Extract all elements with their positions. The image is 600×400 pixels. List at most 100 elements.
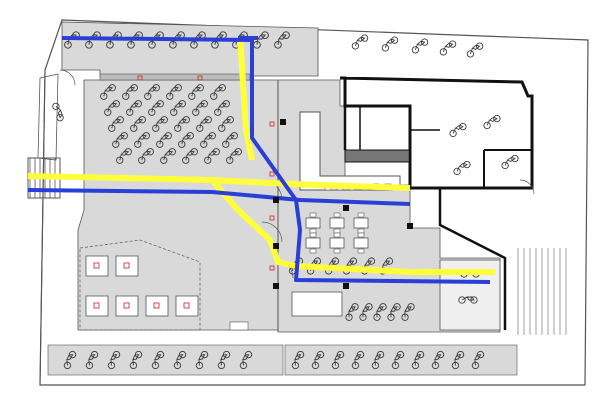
bicycle-icon bbox=[196, 116, 212, 132]
bike-frame bbox=[141, 150, 152, 161]
bicycle-icon bbox=[129, 350, 143, 370]
door-icon bbox=[261, 221, 283, 243]
bicycle-icon bbox=[217, 350, 231, 370]
bicycle-icon bbox=[291, 350, 305, 370]
bike-wheel bbox=[466, 50, 475, 58]
bike-wheel bbox=[471, 361, 480, 370]
bike-wheel bbox=[170, 108, 178, 116]
bike-wheel bbox=[449, 129, 457, 138]
machine-marker bbox=[93, 302, 100, 309]
column-icon bbox=[280, 119, 286, 125]
bike-frame bbox=[294, 353, 302, 366]
bicycle-icon bbox=[471, 350, 485, 370]
bike-wheel bbox=[148, 108, 156, 116]
bike-wheel bbox=[200, 140, 208, 148]
west-facade-band bbox=[37, 73, 59, 161]
bicycle-icon bbox=[85, 350, 99, 370]
table-top bbox=[329, 217, 345, 229]
bike-frame bbox=[414, 40, 426, 51]
bicycle-icon bbox=[222, 132, 238, 148]
bike-wheel bbox=[151, 361, 160, 370]
bike-frame bbox=[456, 162, 468, 172]
bike-wheel bbox=[381, 44, 390, 52]
machine-unit bbox=[85, 255, 109, 277]
bike-wheel bbox=[169, 40, 177, 49]
bike-wheel bbox=[371, 361, 380, 370]
bike-wheel bbox=[174, 124, 182, 132]
column-icon bbox=[407, 223, 413, 229]
bike-wheel bbox=[253, 40, 261, 49]
office-counter bbox=[344, 149, 411, 163]
bike-frame bbox=[103, 86, 114, 97]
chair bbox=[357, 228, 365, 234]
bicycle-icon bbox=[122, 84, 138, 100]
bike-wheel bbox=[217, 361, 226, 370]
bike-wheel bbox=[274, 40, 282, 49]
fixture-symbol bbox=[229, 321, 249, 331]
bicycle-icon bbox=[431, 350, 445, 370]
chair bbox=[309, 228, 317, 234]
bike-wheel bbox=[387, 313, 395, 321]
bicycle-icon bbox=[351, 350, 365, 370]
bicycle-icon bbox=[371, 350, 385, 370]
bicycle-icon bbox=[144, 84, 160, 100]
bike-frame bbox=[207, 150, 218, 161]
bicycle-icon bbox=[449, 122, 467, 138]
bike-wheel bbox=[483, 121, 491, 130]
machine-marker bbox=[153, 302, 160, 309]
bike-frame bbox=[469, 44, 481, 55]
chair bbox=[333, 212, 341, 218]
site-outline bbox=[39, 19, 589, 386]
bicycle-icon bbox=[138, 148, 154, 164]
bike-frame bbox=[486, 116, 498, 126]
bike-frame bbox=[176, 353, 184, 366]
bike-frame bbox=[354, 36, 366, 47]
bike-wheel bbox=[359, 313, 367, 321]
bike-frame bbox=[163, 150, 174, 161]
bicycle-icon bbox=[351, 34, 369, 50]
bike-frame bbox=[132, 353, 140, 366]
machine-unit bbox=[115, 295, 139, 317]
bike-frame bbox=[404, 306, 412, 318]
bicycle-icon bbox=[100, 84, 116, 100]
bike-frame bbox=[119, 150, 130, 161]
bike-wheel bbox=[222, 140, 230, 148]
red-marker bbox=[269, 171, 275, 177]
bike-frame bbox=[461, 296, 475, 301]
table-icon bbox=[329, 232, 345, 254]
bike-frame bbox=[213, 86, 224, 97]
bicycle-icon bbox=[192, 100, 208, 116]
bicycle-icon bbox=[218, 116, 234, 132]
bicycle-icon bbox=[104, 100, 120, 116]
bicycle-icon bbox=[253, 31, 269, 49]
bike-wheel bbox=[401, 313, 409, 321]
floor-south-strip-right bbox=[284, 344, 518, 376]
bicycle-icon bbox=[274, 31, 290, 49]
bike-frame bbox=[129, 102, 140, 113]
bicycle-icon bbox=[359, 303, 373, 321]
bicycle-icon bbox=[381, 36, 399, 52]
bike-wheel bbox=[112, 140, 120, 148]
table-top bbox=[305, 217, 321, 229]
chair bbox=[309, 248, 317, 254]
bike-wheel bbox=[160, 156, 168, 164]
red-marker bbox=[269, 215, 275, 221]
display-platform bbox=[291, 291, 343, 317]
bike-frame bbox=[374, 353, 382, 366]
bike-wheel bbox=[63, 361, 72, 370]
bicycle-icon bbox=[160, 148, 176, 164]
column-icon bbox=[343, 205, 349, 211]
bicycle-icon bbox=[112, 132, 128, 148]
bicycle-icon bbox=[200, 132, 216, 148]
bike-frame bbox=[107, 102, 118, 113]
bike-frame bbox=[414, 353, 422, 366]
bike-wheel bbox=[195, 361, 204, 370]
bike-frame bbox=[173, 102, 184, 113]
chair bbox=[357, 248, 365, 254]
bicycle-icon bbox=[173, 350, 187, 370]
bike-frame bbox=[185, 150, 196, 161]
chair bbox=[357, 232, 365, 238]
bike-frame bbox=[394, 353, 402, 366]
chair bbox=[333, 248, 341, 254]
office-block bbox=[339, 76, 534, 190]
